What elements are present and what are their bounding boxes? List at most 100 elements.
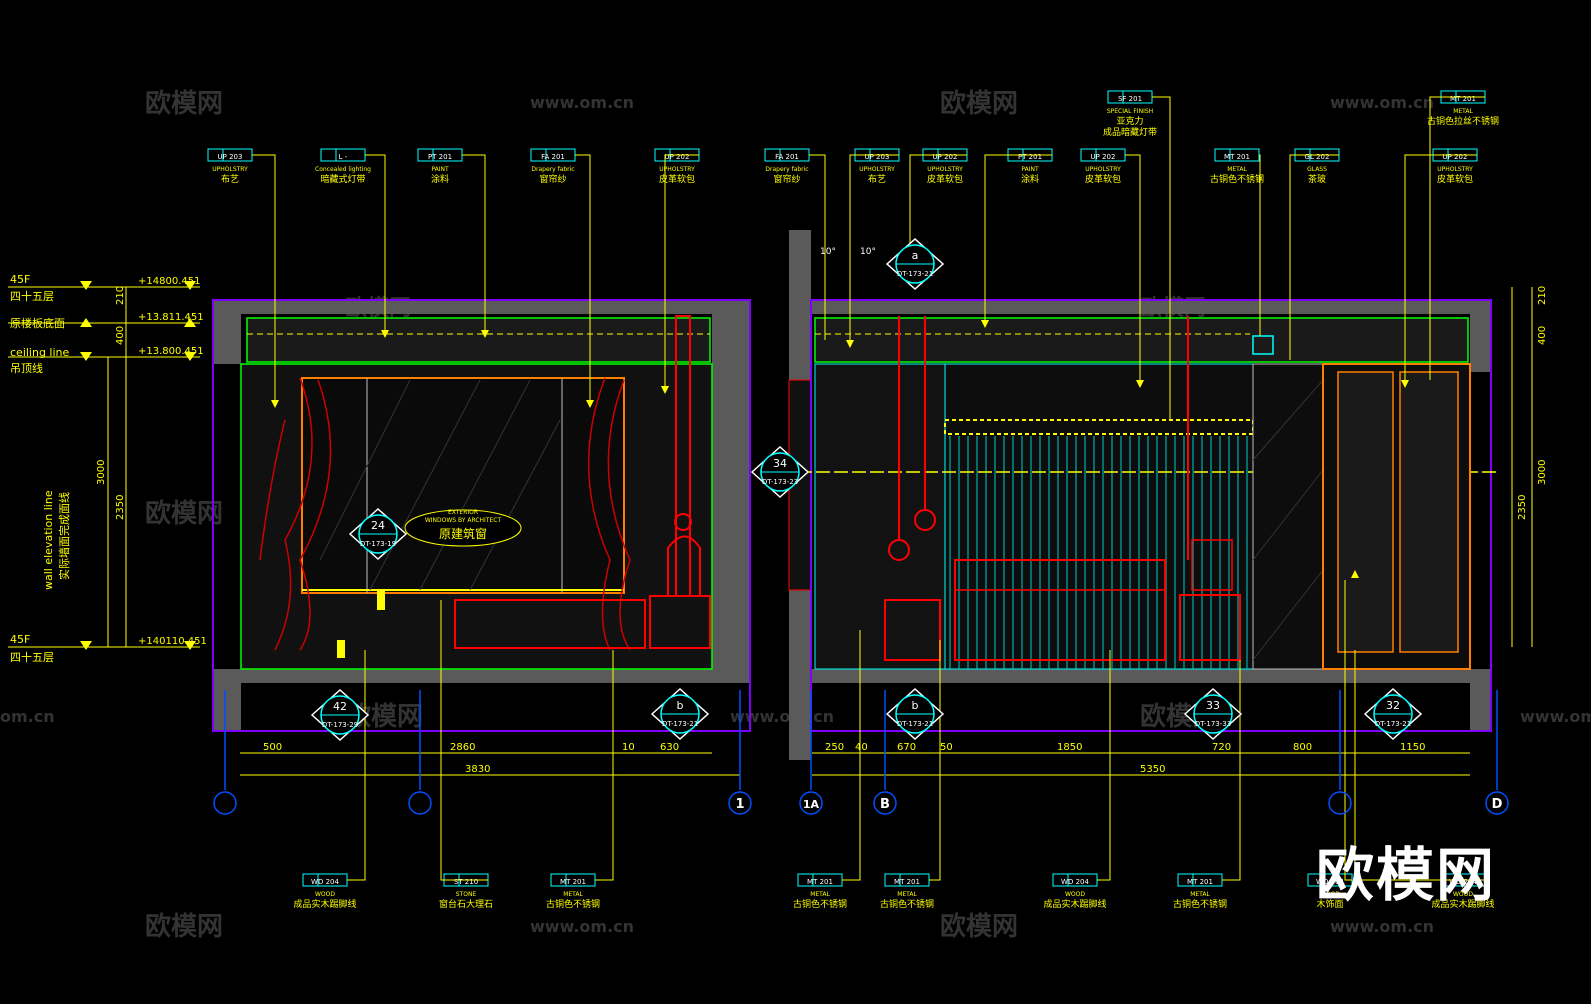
dim: 50 (940, 742, 953, 753)
tag-cn: 布艺 (868, 173, 886, 185)
dim: 250 (825, 742, 844, 753)
watermark-site: www.om.cn (730, 707, 834, 726)
tag-code: MT 201 (807, 878, 833, 886)
tag-code: UP 203 (865, 153, 890, 161)
wall-right-top (1470, 300, 1491, 372)
callout-ref: DT-173-29 (322, 721, 358, 729)
tag-cn2: 成品暗藏灯带 (1103, 126, 1157, 138)
tag-code: UP 202 (665, 153, 690, 161)
svg-text:WINDOWS BY ARCHITECT: WINDOWS BY ARCHITECT (425, 517, 502, 524)
grid-axes: 1 1A B D (213, 690, 1509, 815)
window-note: EXTERIOR WINDOWS BY ARCHITECT 原建筑窗 (404, 509, 522, 547)
ceiling-slab (811, 300, 1491, 314)
svg-text:EXTERIOR: EXTERIOR (448, 509, 478, 516)
level-label-cn: 吊顶线 (10, 361, 43, 375)
watermark-brand: 欧模网 (145, 88, 223, 119)
tag-cn: 暗藏式灯带 (320, 173, 365, 185)
floor-slab (811, 669, 1491, 683)
tag-code: WD 204 (1449, 878, 1477, 886)
tag-code: MT 201 (560, 878, 586, 886)
callout-ref: DT-173-21 (897, 720, 933, 728)
angle-label: 10° (860, 247, 876, 257)
tag-cn: 布艺 (221, 173, 239, 185)
tag-en: SPECIAL FINISH (1107, 108, 1153, 115)
watermark-site: www.om.cn (1520, 707, 1591, 726)
outline (810, 299, 1492, 732)
ceiling-band (246, 317, 711, 363)
axis-label: 1A (803, 798, 820, 811)
tag-en: METAL (1453, 108, 1473, 115)
wall-note-cn: 实际墙面完成面线 (57, 492, 71, 580)
tag-code: PT 201 (1018, 153, 1042, 161)
watermark-site: www.om.cn (1330, 93, 1434, 112)
dim-vertical: 2350 (115, 495, 126, 520)
callout-ref: DT-173-23 (762, 478, 798, 486)
callout-ref: DT-173-19 (360, 540, 396, 548)
bottom-dimensions: 500 2860 10 630 3830 250 40 670 50 1850 … (240, 742, 1470, 776)
dim: 1850 (1057, 742, 1082, 753)
wall-left-top (213, 300, 241, 364)
tag-code: WD 204 (1316, 878, 1344, 886)
section-callout: bDT-173-21 (885, 687, 945, 741)
tag-en: METAL (563, 891, 583, 898)
tag-en: UPHOLSTRY (859, 166, 895, 173)
dim-vertical: 210 (115, 286, 126, 305)
wall-left-bottom (213, 669, 241, 731)
tag-en: METAL (897, 891, 917, 898)
axis-label: 1 (735, 797, 744, 812)
tag-code: GL 202 (1305, 153, 1330, 161)
tag-cn: 涂料 (431, 173, 449, 185)
sofa (454, 599, 646, 649)
dim: 720 (1212, 742, 1231, 753)
tag-code: MT 201 (1224, 153, 1250, 161)
tag-cn: 古铜色不锈钢 (1210, 173, 1264, 185)
dim: 500 (263, 742, 282, 753)
tag-code: MT 201 (1187, 878, 1213, 886)
bed (954, 559, 1166, 661)
tag-en: Drapery fabric (765, 166, 808, 173)
tag-cn: 皮革软包 (927, 173, 963, 185)
tag-code: MT 201 (894, 878, 920, 886)
watermark-brand: 欧模网 (145, 498, 223, 529)
dim: 2860 (450, 742, 475, 753)
section-callout: aDT-173-21 (885, 237, 945, 291)
tag-cn: 窗帘纱 (539, 173, 566, 185)
tag-en: UPHOLSTRY (1085, 166, 1121, 173)
tag-code: PT 201 (428, 153, 452, 161)
callout-number: a (912, 249, 919, 262)
tag-en: WOOD (315, 891, 335, 898)
tag-code: WD 204 (1061, 878, 1089, 886)
tag-en: PAINT (1021, 166, 1039, 173)
tag-cn: 窗帘纱 (773, 173, 800, 185)
dim-vertical: 2350 (1517, 495, 1528, 520)
tag-cn: 成品实木踢脚线 (1043, 898, 1106, 910)
dim-vertical: 210 (1537, 286, 1548, 305)
tag-en: UPHOLSTRY (1437, 166, 1473, 173)
tag-cn: 皮革软包 (1437, 173, 1473, 185)
level-value: +13.811.451 (138, 312, 204, 323)
tag-code: UP 202 (1443, 153, 1468, 161)
dim-total: 5350 (1140, 764, 1165, 775)
callout-ref: DT-173-21 (662, 720, 698, 728)
level-markers: 45F 四十五层 原楼板底面 ceiling line 吊顶线 45F 四十五层… (8, 273, 207, 664)
ceiling-band (814, 317, 1469, 363)
pendant-cord (675, 315, 691, 597)
callout-ref: DT-173-33 (1195, 720, 1231, 728)
tag-en: UPHOLSTRY (659, 166, 695, 173)
right-elevation (780, 230, 1500, 760)
tag-code: WD 204 (311, 878, 339, 886)
callout-ref: DT-173-21 (897, 270, 933, 278)
level-label-cn: 原楼板底面 (10, 316, 65, 330)
